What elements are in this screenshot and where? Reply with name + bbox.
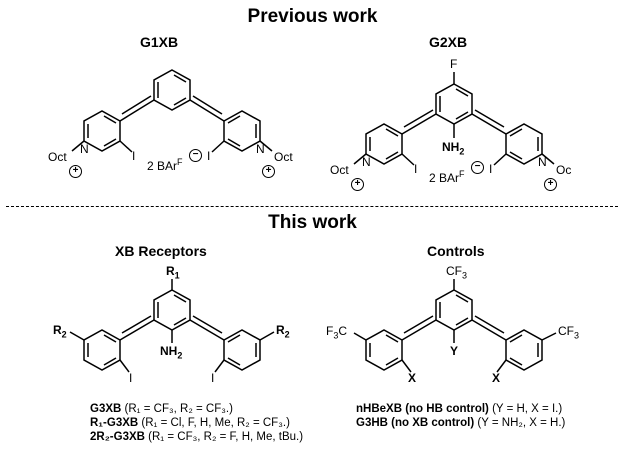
xb-r1: R1: [166, 264, 180, 281]
controls-structure: [353, 279, 557, 373]
g1-alkyne-left: [119, 99, 155, 122]
xb-right-aryl: [223, 329, 261, 371]
g2-alkyne-left: [401, 113, 437, 135]
g1-n-right: N: [256, 142, 265, 156]
g2-iodine-left: I: [414, 162, 418, 176]
caption-g3hb: G3HB (no XB control) (Y = NH₂, X = H.): [356, 417, 566, 429]
ctrl-left-aryl: [365, 329, 403, 371]
ctrl-cf3-left: F3C: [326, 324, 348, 341]
g2-oct-left: Oct: [330, 163, 349, 177]
label-g1xb: G1XB: [140, 34, 179, 50]
g2-alkyne-right: [471, 113, 507, 135]
g1-counterion: 2 BArF: [147, 157, 183, 173]
g1-counterion-charge: −: [189, 149, 202, 162]
g2-iodine-right: I: [489, 162, 493, 176]
g2-nh2: NH2: [442, 140, 465, 157]
xb-r2-right: R2: [276, 323, 290, 340]
g1-charge-left: +: [69, 165, 82, 178]
ctrl-y: Y: [450, 344, 459, 358]
g2-charge-right: +: [544, 178, 557, 191]
xb-nh2: NH2: [160, 344, 183, 361]
g2-oct-right: Oc: [556, 163, 572, 177]
ctrl-x-left: X: [408, 371, 417, 385]
g1-charge-right: +: [262, 165, 275, 178]
xb-alkyne-right: [189, 319, 225, 341]
g2-n-right: N: [538, 155, 547, 169]
ctrl-cf3-top: CF3: [446, 264, 468, 281]
heading-this-work: This work: [268, 212, 357, 233]
heading-previous-work: Previous work: [247, 6, 378, 27]
xb-receptor-structure: [69, 279, 275, 373]
g1-iodine-right: I: [207, 149, 211, 163]
xb-iodine-left: I: [129, 371, 133, 385]
g1-alkyne-right: [189, 99, 225, 122]
xb-central-ring: [153, 289, 191, 331]
ctrl-right-aryl: [505, 329, 543, 371]
xb-alkyne-left: [119, 319, 155, 341]
g2-charge-left: +: [351, 178, 364, 191]
g1-left-pyridinium: [83, 110, 121, 152]
caption-r1-g3xb: R₁-G3XB (R₁ = Cl, F, H, Me, R₂ = CF₃.): [90, 417, 290, 429]
xb-left-aryl: [83, 329, 121, 371]
caption-2r2-g3xb: 2R₂-G3XB (R₁ = CF₃, R₂ = F, H, Me, tBu.): [90, 431, 304, 443]
g1-n-left: N: [80, 142, 89, 156]
ctrl-central-ring: [435, 289, 473, 331]
g2-fluorine: F: [450, 57, 458, 71]
caption-g3xb: G3XB (R₁ = CF₃, R₂ = CF₃.): [90, 403, 233, 415]
g1-central-ring: [153, 69, 191, 111]
xb-iodine-right: I: [211, 371, 215, 385]
g1-oct-right: Oct: [274, 150, 293, 164]
ctrl-alkyne-left: [401, 319, 437, 341]
g1-oct-left: Oct: [48, 150, 67, 164]
ctrl-alkyne-right: [471, 319, 507, 341]
g1xb-structure: [71, 69, 273, 153]
g2-n-left: N: [362, 155, 371, 169]
ctrl-cf3-right: CF3: [558, 324, 580, 341]
label-xb-receptors: XB Receptors: [115, 243, 207, 259]
g2-counterion-charge: −: [471, 161, 484, 174]
g2-central-ring: [435, 83, 473, 125]
label-controls: Controls: [427, 243, 485, 259]
xb-r2-left: R2: [53, 323, 67, 340]
g1-iodine-left: I: [132, 149, 136, 163]
section-divider: [6, 206, 618, 207]
g2-right-pyridinium: [505, 123, 543, 165]
label-g2xb: G2XB: [429, 34, 468, 50]
g2-counterion: 2 BArF: [429, 169, 465, 185]
g2xb-structure: [353, 72, 555, 166]
g2-left-pyridinium: [365, 123, 403, 165]
ctrl-x-right: X: [492, 371, 501, 385]
caption-nhbexb: nHBeXB (no HB control) (Y = H, X = I.): [356, 403, 563, 415]
g1-right-pyridinium: [223, 110, 261, 152]
